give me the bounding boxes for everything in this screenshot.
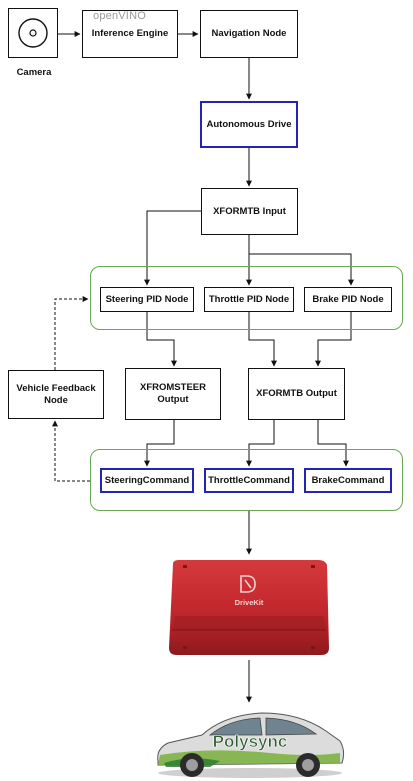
- pid-node-group: [90, 266, 403, 330]
- xfromsteer-output-node: XFROMSTEER Output: [125, 368, 221, 420]
- navigation-node: Navigation Node: [200, 10, 298, 58]
- drivekit-hardware-image: DriveKit: [169, 560, 329, 655]
- throttle-command-node: ThrottleCommand: [204, 468, 294, 493]
- inference-engine-node: Inference Engine: [82, 10, 178, 58]
- throttle-command-label: ThrottleCommand: [208, 474, 290, 486]
- polysync-brand-text: Polysync: [213, 732, 288, 751]
- command-node-group: [90, 449, 403, 511]
- throttle-pid-node: Throttle PID Node: [204, 287, 294, 312]
- camera-icon: [18, 18, 48, 48]
- steering-command-node: SteeringCommand: [100, 468, 194, 493]
- xfromsteer-label-line2: Output: [157, 394, 189, 405]
- camera-node: [8, 8, 58, 58]
- xformtb-input-label: XFORMTB Input: [213, 205, 286, 217]
- drivekit-logo-icon: [240, 575, 256, 593]
- camera-label: Camera: [16, 67, 52, 78]
- throttle-pid-label: Throttle PID Node: [208, 293, 290, 305]
- autonomous-drive-label: Autonomous Drive: [206, 118, 292, 130]
- steering-pid-node: Steering PID Node: [100, 287, 194, 312]
- drivekit-logo-text: DriveKit: [235, 598, 264, 607]
- vehicle-feedback-node: Vehicle Feedback Node: [8, 370, 104, 419]
- navigation-node-label: Navigation Node: [211, 28, 287, 40]
- openvino-logo-text: openVINO: [93, 10, 146, 22]
- vehicle-feedback-label-line1: Vehicle Feedback: [16, 382, 96, 394]
- xformtb-input-node: XFORMTB Input: [201, 188, 298, 235]
- vehicle-feedback-label-line2: Node: [44, 394, 68, 406]
- xformtb-output-label: XFORMTB Output: [256, 388, 337, 400]
- openvino-logo: openVINO: [93, 10, 146, 22]
- steering-pid-label: Steering PID Node: [105, 293, 189, 305]
- polysync-car-image: Polysync: [157, 712, 345, 778]
- autonomous-drive-node: Autonomous Drive: [200, 101, 298, 148]
- brake-command-node: BrakeCommand: [304, 468, 392, 493]
- xformtb-output-node: XFORMTB Output: [248, 368, 345, 420]
- steering-command-label: SteeringCommand: [104, 474, 190, 486]
- brake-pid-node: Brake PID Node: [304, 287, 392, 312]
- xfromsteer-label-line1: XFROMSTEER: [140, 382, 206, 394]
- brake-pid-label: Brake PID Node: [312, 293, 384, 305]
- brake-command-label: BrakeCommand: [311, 474, 385, 486]
- inference-engine-label: Inference Engine: [91, 28, 169, 40]
